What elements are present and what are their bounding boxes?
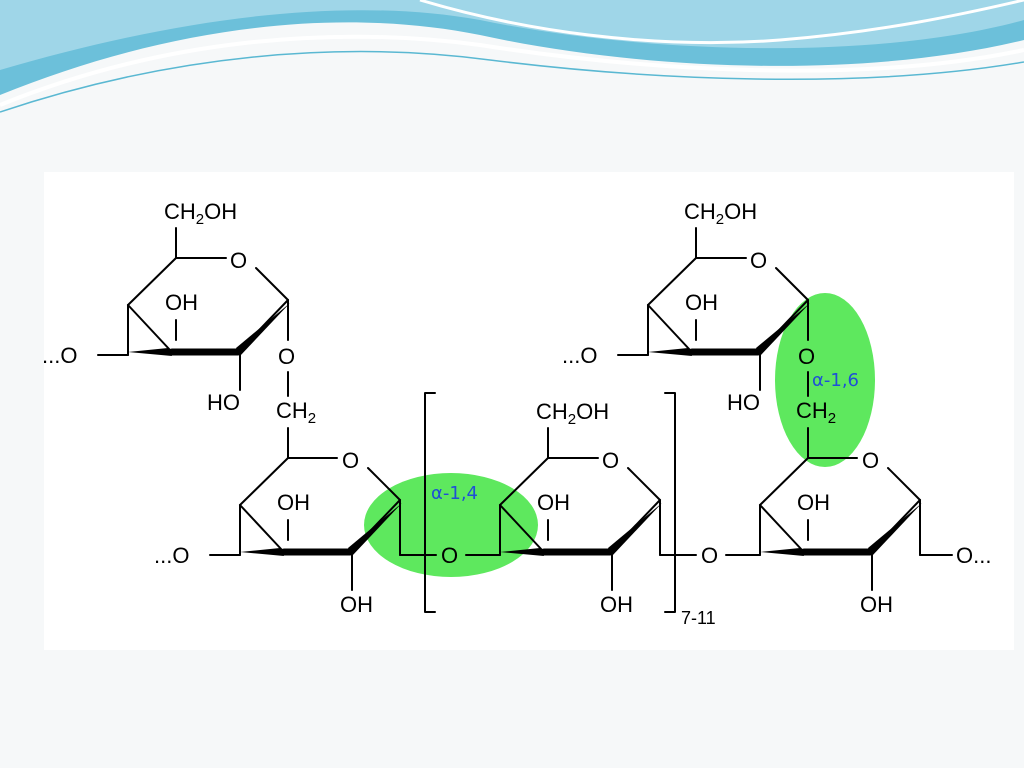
- ch2oh-label: CH2OH: [164, 199, 237, 228]
- ring-oxygen-label: O: [230, 248, 247, 273]
- slide-header-waves: [0, 0, 1024, 120]
- hydroxyl-label: OH: [277, 490, 310, 515]
- ring-oxygen-label: O: [862, 448, 879, 473]
- glucose-ring-bottom-left: [209, 427, 501, 591]
- ring-oxygen-label: O: [750, 248, 767, 273]
- alpha-1-4-label: α-1,4: [431, 483, 478, 504]
- hydroxyl-label: HO: [727, 390, 760, 415]
- glycosidic-oxygen-label: O: [798, 344, 815, 369]
- hydroxyl-label: OH: [537, 490, 570, 515]
- hydroxyl-label: OH: [165, 290, 198, 315]
- chain-left-label: ...O: [44, 343, 77, 368]
- glycosidic-oxygen-label: O: [278, 344, 295, 369]
- hydroxyl-label: OH: [685, 290, 718, 315]
- ch2oh-label: CH2OH: [684, 199, 757, 228]
- ch2-label: CH2: [276, 398, 316, 427]
- repeat-count-label: 7-11: [681, 608, 716, 628]
- chain-right-label: O...: [956, 543, 991, 568]
- alpha-1-6-label: α-1,6: [812, 370, 859, 391]
- hydroxyl-label: OH: [797, 490, 830, 515]
- glucose-ring-bottom-right: [759, 427, 953, 591]
- hydroxyl-label: OH: [860, 592, 893, 617]
- hydroxyl-label: HO: [207, 390, 240, 415]
- alpha-1-6-highlight: [775, 293, 875, 467]
- hydroxyl-label: OH: [600, 592, 633, 617]
- glycogen-structure-svg: CH2OH O OH HO ...O O CH2 O OH OH ...O O …: [44, 199, 991, 628]
- ring-oxygen-label: O: [342, 448, 359, 473]
- glycosidic-oxygen-label: O: [441, 543, 458, 568]
- glycosidic-oxygen-label: O: [701, 543, 718, 568]
- glycogen-structure-figure: CH2OH O OH HO ...O O CH2 O OH OH ...O O …: [44, 172, 1014, 650]
- ch2-label: CH2: [796, 398, 836, 427]
- glucose-ring-top-left: [97, 227, 290, 397]
- repeat-brackets: [424, 392, 676, 613]
- glucose-ring-top-right: [617, 227, 810, 397]
- chain-left-label: ...O: [154, 543, 189, 568]
- glucose-ring-repeat-unit: [499, 427, 761, 591]
- ring-oxygen-label: O: [602, 448, 619, 473]
- chain-left-label: ...O: [562, 343, 597, 368]
- ch2oh-label: CH2OH: [536, 399, 609, 428]
- hydroxyl-label: OH: [340, 592, 373, 617]
- alpha-1-4-highlight: [364, 473, 538, 577]
